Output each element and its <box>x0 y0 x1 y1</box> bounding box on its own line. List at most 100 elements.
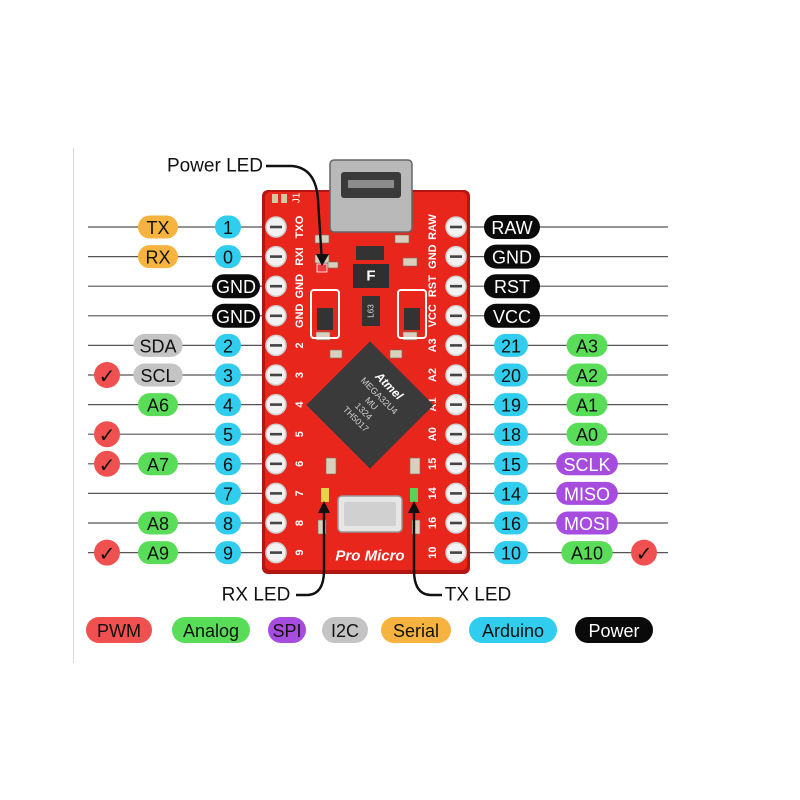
power-pin-right-text: RST <box>494 277 530 297</box>
diode <box>356 246 384 260</box>
power-pin-right-bg <box>484 215 540 239</box>
pin-hole-bar <box>270 492 282 495</box>
arduino-pin-left-text: 0 <box>223 248 233 268</box>
pin-hole-bar <box>450 521 462 525</box>
legend-i2c-bg <box>322 617 368 643</box>
function-pin-right-text: MISO <box>564 484 610 504</box>
arduino-pin-left-text: 9 <box>223 544 233 564</box>
legend-pwm-bg <box>86 617 152 643</box>
function-pin-left-text: A6 <box>147 396 169 416</box>
arduino-pin-left-bg <box>215 215 241 239</box>
power-pin-left-bg <box>212 274 260 299</box>
arduino-pin-left-text: 3 <box>223 366 233 386</box>
arduino-pin-left-bg <box>215 245 241 269</box>
legend-pwm: PWM <box>86 617 152 643</box>
arduino-pin-right-text: 18 <box>501 425 521 445</box>
pin-hole-bar <box>450 225 462 229</box>
legend-power-text: Power <box>588 621 639 641</box>
silk-label-left: 2 <box>294 342 306 348</box>
silk-label-right: A2 <box>427 368 439 382</box>
pin-hole-bar <box>270 403 282 406</box>
function-pin-right-text: A3 <box>576 336 598 356</box>
function-pin-right-bg <box>556 452 618 476</box>
smd-component <box>327 261 339 269</box>
function-pin-left-bg <box>138 511 178 535</box>
rx-led-label: RX LED <box>222 585 291 606</box>
arduino-pin-right: 20 <box>494 363 528 387</box>
pwm-check-right-mark: ✓ <box>636 542 653 566</box>
power-pin-right-bg <box>484 274 540 299</box>
smd-component <box>325 457 337 475</box>
function-pin-left-text: RX <box>145 248 170 268</box>
arduino-pin-right-text: 21 <box>501 336 521 356</box>
inductor-outline-right <box>397 289 427 339</box>
silk-label-left: 7 <box>294 490 306 496</box>
function-pin-left-bg <box>138 541 178 565</box>
function-pin-right-bg <box>556 481 618 505</box>
pin-hole-bar <box>270 551 282 554</box>
legend-power-bg <box>575 617 653 643</box>
pwm-check-left: ✓ <box>94 421 120 448</box>
arduino-pin-left: 1 <box>215 215 241 239</box>
arduino-pin-right: 16 <box>494 511 528 535</box>
smd-component <box>394 234 410 244</box>
legend-spi: SPI <box>268 617 306 643</box>
legend-spi-bg <box>268 617 306 643</box>
function-pin-left-text: A7 <box>147 455 169 475</box>
legend-arduino-text: Arduino <box>482 621 544 641</box>
smd-component <box>402 257 418 267</box>
power-pin-left-text: GND <box>216 277 256 297</box>
function-pin-right-bg <box>566 422 608 446</box>
arduino-pin-left: 2 <box>215 333 241 357</box>
arduino-pin-left: 3 <box>215 363 241 387</box>
inductor-left <box>317 308 333 330</box>
silk-label-right: 10 <box>427 546 439 558</box>
pin-hole-bar <box>450 462 462 466</box>
power-pin-right: RST <box>484 274 540 299</box>
jumper-label: J1 <box>292 192 303 203</box>
arduino-pin-left-bg <box>215 541 241 565</box>
legend-i2c-text: I2C <box>331 621 359 641</box>
silk-label-right: RAW <box>427 214 439 240</box>
legend-spi-text: SPI <box>272 621 301 641</box>
arduino-pin-right: 19 <box>494 393 528 417</box>
arduino-pin-right-bg <box>494 541 528 565</box>
fuse-label: F <box>366 268 375 285</box>
pwm-check-left-mark: ✓ <box>99 423 116 447</box>
silk-label-right: 16 <box>427 517 439 529</box>
silk-label-right: A3 <box>427 338 439 352</box>
function-pin-right: A10 <box>561 541 613 565</box>
legend-i2c: I2C <box>322 617 368 643</box>
fuse <box>353 264 389 288</box>
power-pin-right-bg <box>484 244 540 269</box>
pwm-check-left: ✓ <box>94 539 120 566</box>
silk-label-right: GND <box>427 244 439 269</box>
smd-component <box>409 457 421 475</box>
pin-hole-bar <box>450 492 462 495</box>
arduino-pin-left: 8 <box>215 511 241 535</box>
chip-body <box>306 341 434 469</box>
function-pin-left: A6 <box>138 393 178 417</box>
legend-arduino: Arduino <box>469 617 557 643</box>
arduino-pin-right-bg <box>494 511 528 535</box>
power-pin-left: GND <box>212 303 260 328</box>
function-pin-right-text: SCLK <box>563 455 610 475</box>
frame-left-edge <box>73 148 74 663</box>
function-pin-left-bg <box>138 245 178 269</box>
function-pin-right: MOSI <box>556 511 618 535</box>
crystal-top <box>344 502 396 526</box>
pro-micro-board: J1TXORXIGNDGND23456789RAWGNDRSTVCCA3A2A1… <box>262 159 470 574</box>
legend-analog-bg <box>172 617 250 643</box>
arduino-pin-right-text: 10 <box>501 544 521 564</box>
silk-label-left: TXO <box>294 215 306 238</box>
arduino-pin-right-bg <box>494 452 528 476</box>
smd-component <box>314 234 330 244</box>
arduino-pin-left: 4 <box>215 393 241 417</box>
regulator-label: L63 <box>367 304 376 318</box>
smd-component <box>402 331 418 341</box>
function-pin-left: A7 <box>138 452 178 476</box>
power-led-pointer <box>266 164 324 263</box>
power-pin-right: GND <box>484 244 540 269</box>
function-pin-right-text: A2 <box>576 366 598 386</box>
function-pin-left-text: A8 <box>147 514 169 534</box>
